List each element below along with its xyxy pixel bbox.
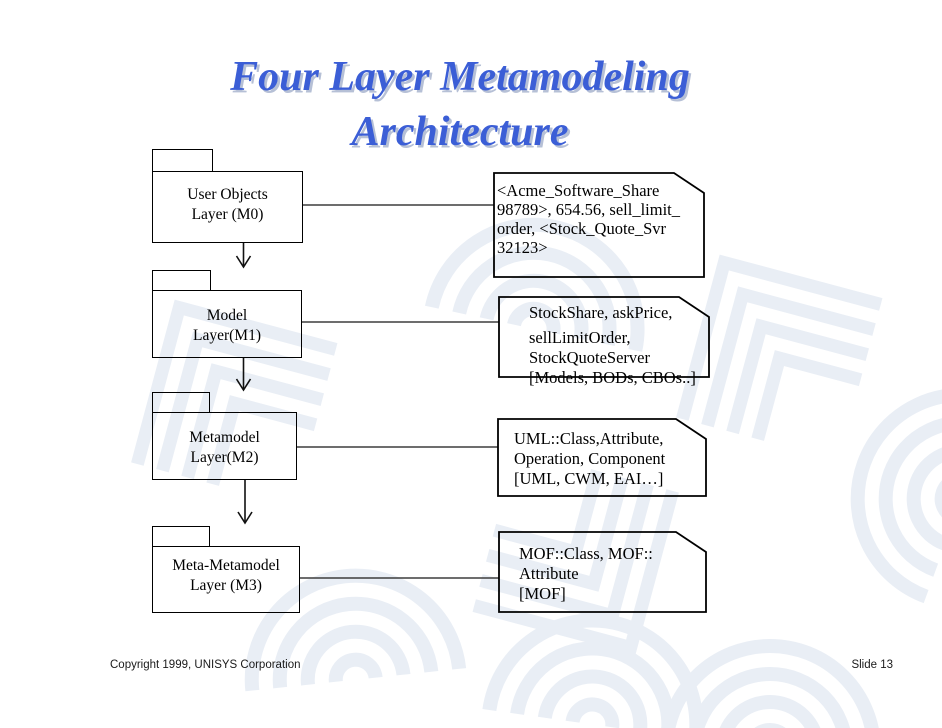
note-m1-model-elements: StockShare, askPrice, sellLimitOrder, St… (498, 296, 710, 387)
package-tab-icon (152, 149, 213, 171)
slide-title: Four Layer Metamodeling Architecture (100, 50, 820, 160)
package-body: User Objects Layer (M0) (152, 171, 303, 243)
note-text-line: Operation, Component (514, 449, 666, 468)
note-text-line: [Models, BODs, CBOs..] (529, 368, 696, 387)
down-arrow-icon-m2-m3 (237, 480, 253, 525)
slide-number: Slide 13 (851, 659, 893, 671)
note-text-line: 32123> (497, 238, 548, 257)
note-text-line: order, <Stock_Quote_Svr (497, 219, 667, 238)
note-text-line: UML::Class,Attribute, (514, 429, 664, 448)
note-text-line: MOF::Class, MOF:: (519, 544, 653, 563)
note-text-line: StockShare, askPrice, (529, 303, 673, 322)
note-shape-icon (497, 418, 707, 497)
folder-label-line: Layer (M0) (191, 206, 264, 223)
slide-title-line-2: Architecture (351, 109, 569, 155)
package-tab-icon (152, 392, 210, 412)
note-text-line: StockQuoteServer (529, 348, 650, 367)
folder-label-line: User Objects (187, 186, 268, 203)
copyright-text: Copyright 1999, UNISYS Corporation (110, 659, 301, 671)
folder-label-line: Layer (M3) (190, 577, 262, 594)
note-text-line: [UML, CWM, EAI…] (514, 469, 664, 488)
package-tab-icon (152, 526, 210, 546)
folder-label-line: Metamodel (189, 429, 260, 446)
note-text-line: 98789>, 654.56, sell_limit_ (497, 200, 681, 219)
down-arrow-icon-m0-m1 (235, 243, 252, 269)
note-m0-instances: <Acme_Software_Share 98789>, 654.56, sel… (493, 172, 705, 278)
note-m2-metamodel-elements: UML::Class,Attribute, Operation, Compone… (497, 418, 707, 497)
down-arrow-icon-m1-m2 (235, 358, 252, 392)
note-shape-icon (498, 531, 707, 613)
note-text-line: <Acme_Software_Share (497, 181, 660, 200)
note-text: StockShare, askPrice, sellLimitOrder, St… (529, 303, 696, 388)
package-body: Meta-Metamodel Layer (M3) (152, 546, 300, 613)
note-text-line: [MOF] (519, 584, 566, 603)
folder-label-line: Layer(M2) (190, 449, 259, 466)
note-text: MOF::Class, MOF:: Attribute [MOF] (519, 544, 653, 604)
note-m3-mof-elements: MOF::Class, MOF:: Attribute [MOF] (498, 531, 707, 613)
note-shape-icon (498, 296, 710, 378)
note-text-line: Attribute (519, 564, 579, 583)
note-shape-icon (493, 172, 705, 278)
note-text-line: sellLimitOrder, (529, 328, 631, 347)
folder-label-line: Meta-Metamodel (172, 557, 280, 574)
note-text: <Acme_Software_Share 98789>, 654.56, sel… (497, 181, 680, 257)
package-body: Model Layer(M1) (152, 290, 302, 358)
folder-label-line: Model (206, 307, 248, 324)
note-text: UML::Class,Attribute, Operation, Compone… (514, 429, 665, 489)
slide-title-line-1: Four Layer Metamodeling (230, 54, 690, 100)
package-body: Metamodel Layer(M2) (152, 412, 297, 480)
folder-label-line: Layer(M1) (193, 327, 261, 344)
package-tab-icon (152, 270, 211, 290)
